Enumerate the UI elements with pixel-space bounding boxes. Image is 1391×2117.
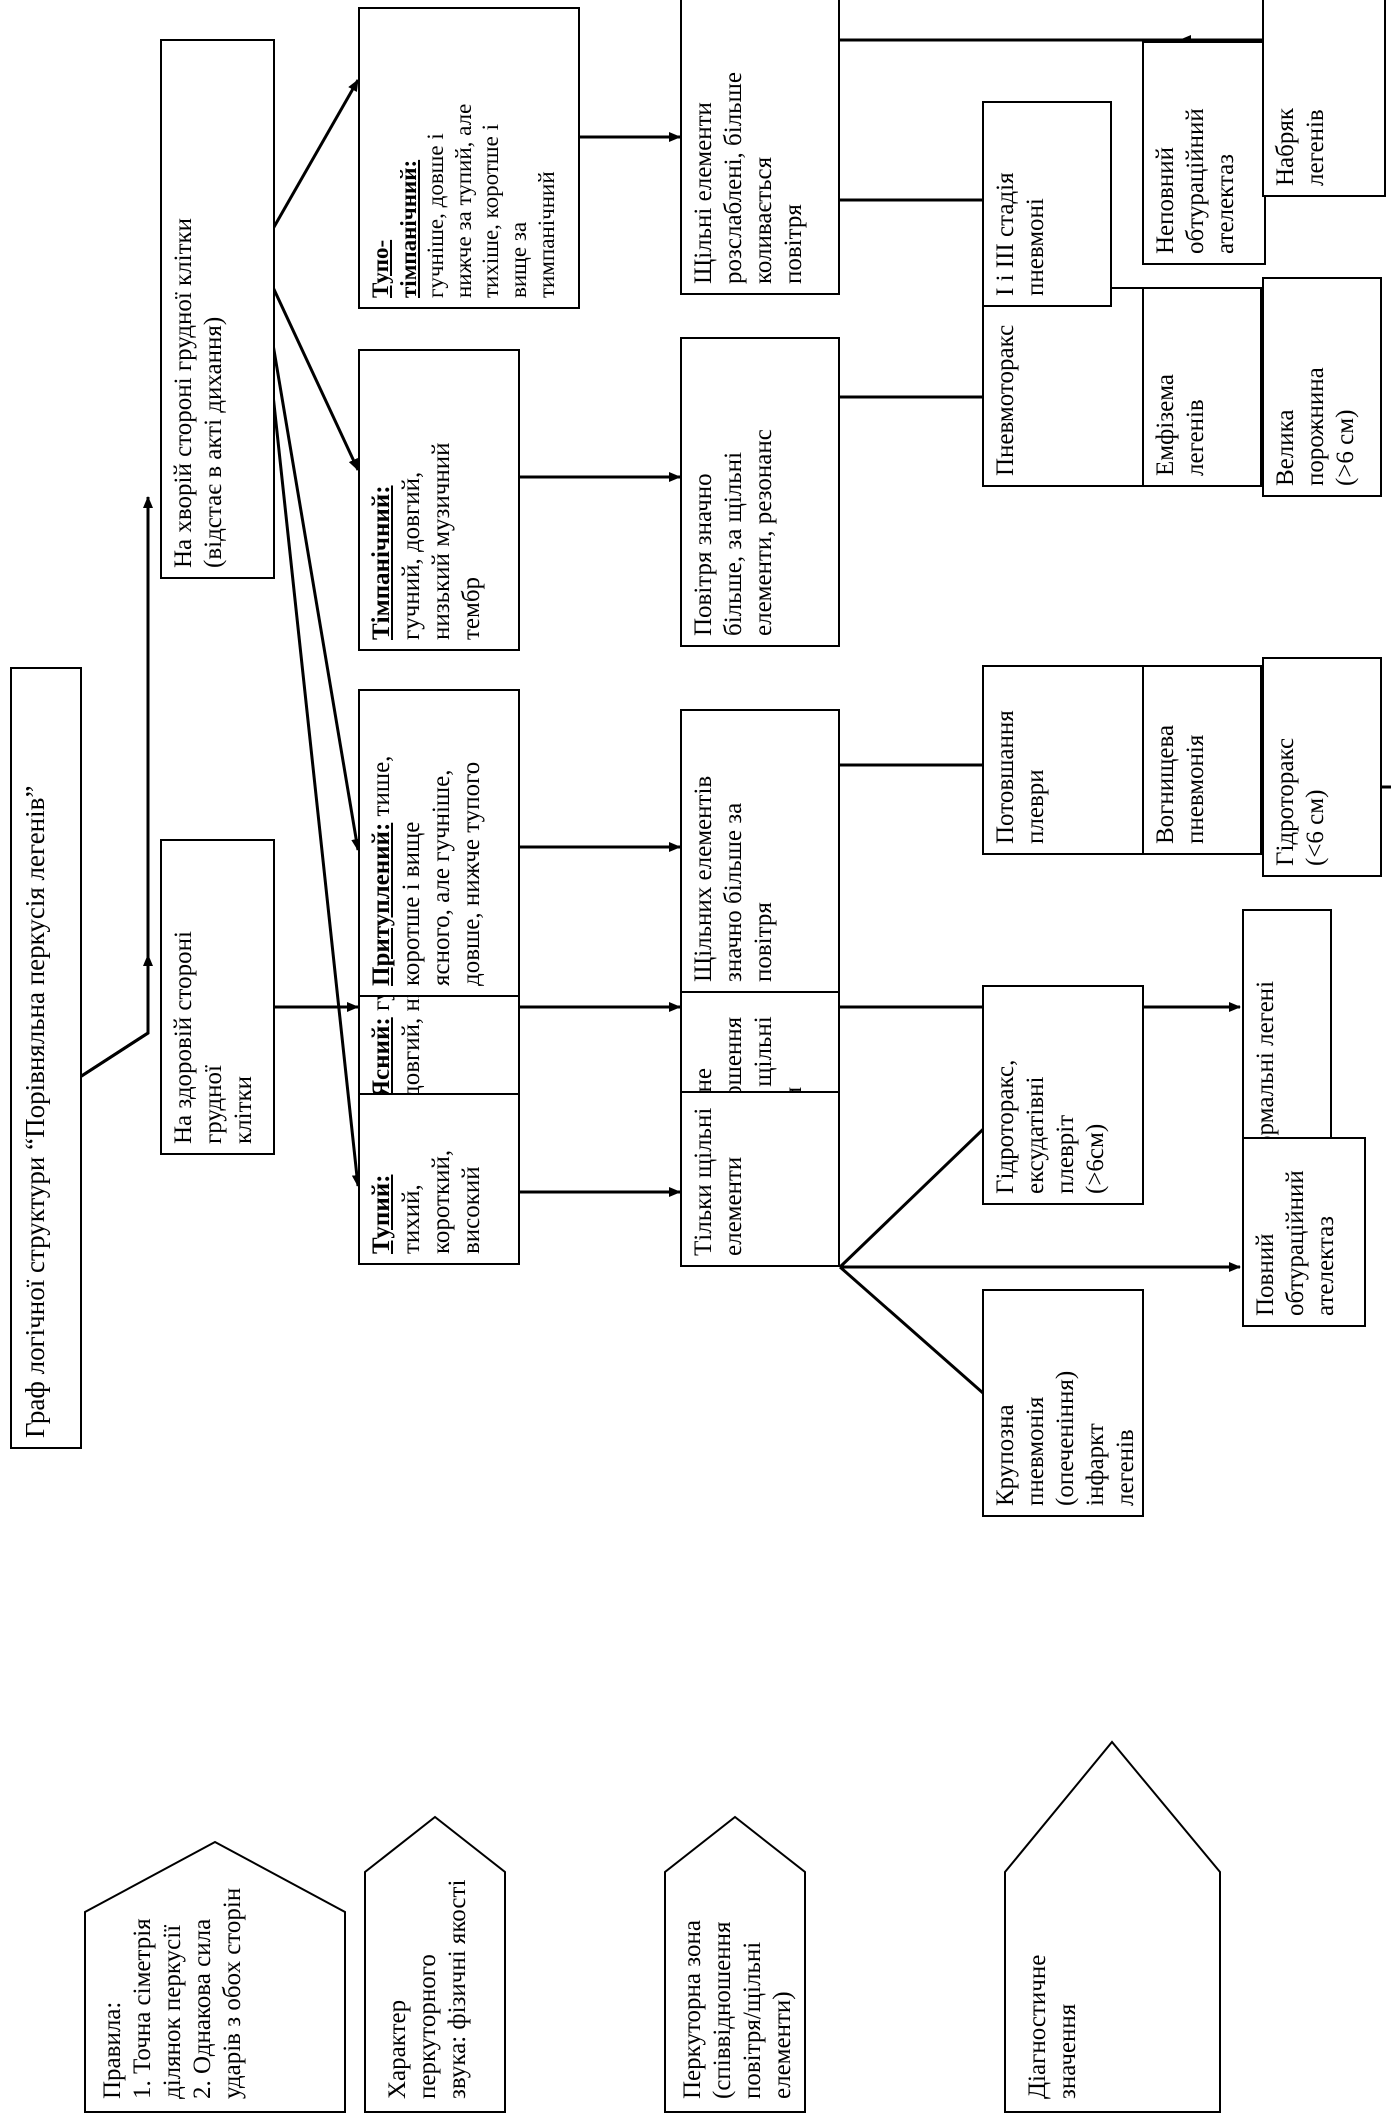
zone-dense-only: Тільки щільні елементи xyxy=(680,1091,840,1267)
zone-dense-more: Щільних елементів значно більше за повіт… xyxy=(680,709,840,993)
rule-item: 2. Однакова сила ударів з обох сторін xyxy=(189,1887,246,2099)
diagnosis-pentagon xyxy=(1004,1740,1221,2113)
dx-pleural-thickening: Потовшання плеври xyxy=(982,665,1144,855)
sound-dull-tympanic: Тупо- тімпанічний: гучніше, довше і нижч… xyxy=(358,7,580,309)
dx-full-atelectasis: Повний обтураційний ателектаз xyxy=(1242,1137,1366,1327)
dx-edema: Набряк легенів xyxy=(1262,0,1386,197)
dx-partial-atelectasis: Неповний обтураційний ателектаз xyxy=(1142,41,1266,265)
sound-pentagon xyxy=(364,1815,506,2113)
dx-pneumonia-stage: I і III стадія пневмоні xyxy=(982,101,1112,307)
rules-header: Правила: 1. Точна сіметрія ділянок перку… xyxy=(90,1839,256,2109)
edge-title-healthy xyxy=(79,954,153,1079)
diagnosis-header: Діагностичне значення xyxy=(1024,1954,1081,2099)
healthy-side-box: На здоровій стороні грудної клітки xyxy=(160,839,275,1155)
dx-pneumothorax: Пневмоторакс xyxy=(982,287,1144,487)
diseased-side-box: На хворій стороні грудної клітки (відста… xyxy=(160,39,275,579)
title-box: Граф логічної структури “Порівняльна пер… xyxy=(10,667,82,1449)
sound-dull: Тупий: тихий, короткий, високий xyxy=(358,1093,520,1265)
rules-heading: Правила: xyxy=(99,2001,126,2099)
sound-muffled: Притуплений: тише, коротше і вище ясного… xyxy=(358,689,520,997)
dx-croupous: Крупозна пневмонія (опеченіння) інфаркт … xyxy=(982,1289,1144,1517)
zone-air-more: Повітря значно більше, за щільні елемент… xyxy=(680,337,840,647)
zone-pentagon xyxy=(664,1815,806,2113)
sound-tympanic: Тімпанічний: гучний, довгий, низький муз… xyxy=(358,349,520,651)
dx-hydrothorax-small: Гідроторакс (<6 см) xyxy=(1262,657,1382,877)
dx-emphysema: Емфізема легенів xyxy=(1142,287,1262,487)
edge-title-diseased xyxy=(79,496,153,1079)
rules-pentagon xyxy=(84,1840,346,2113)
sound-header: Характер перкуторного звука: фізичні яко… xyxy=(384,1879,471,2099)
rule-item: 1. Точна сіметрія ділянок перкусії xyxy=(129,1918,186,2099)
edge-dense-hydrothorax xyxy=(838,1111,1002,1269)
zone-header: Перкуторна зона (співвідношення повітря/… xyxy=(679,1920,796,2099)
dx-focal-pneumonia: Вогнищева пневмонія xyxy=(1142,665,1262,855)
zone-loosened: Щільні елементи розслаблені, більше коли… xyxy=(680,0,840,295)
dx-hydrothorax-exudative: Гідроторакс, ексудатівні плевріт (>6см) xyxy=(982,985,1144,1205)
edge-dense-croupous xyxy=(839,1265,1001,1410)
dx-large-cavity: Велика порожнина (>6 см) xyxy=(1262,277,1382,497)
